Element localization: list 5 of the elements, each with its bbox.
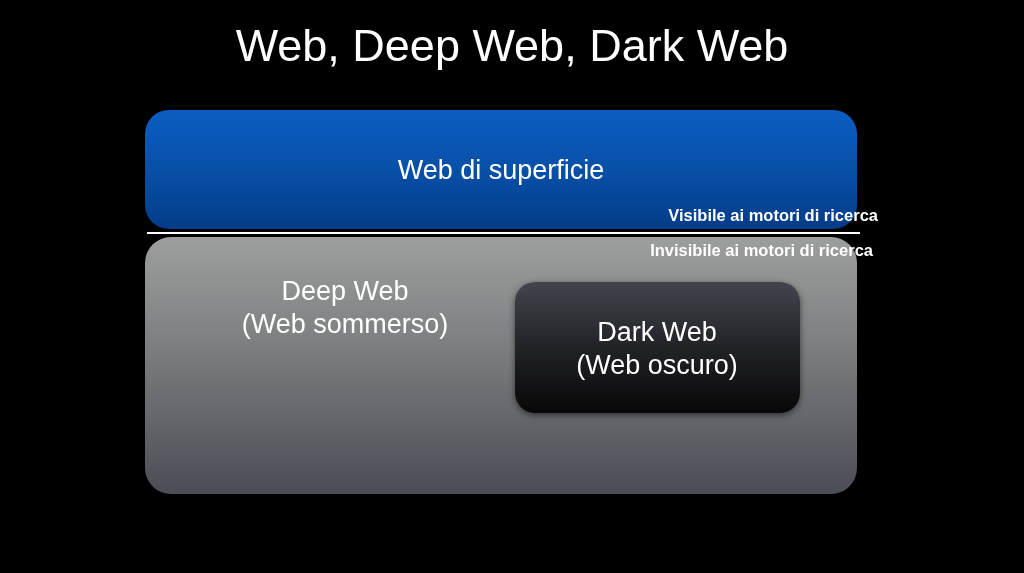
rounded-panel	[515, 282, 800, 413]
node-label: Web di superficie	[397, 153, 605, 187]
diagram-title: Web, Deep Web, Dark Web	[235, 20, 789, 72]
node-label: Deep Web (Web sommerso)	[240, 275, 450, 341]
node-label: Dark Web (Web oscuro)	[575, 316, 739, 382]
